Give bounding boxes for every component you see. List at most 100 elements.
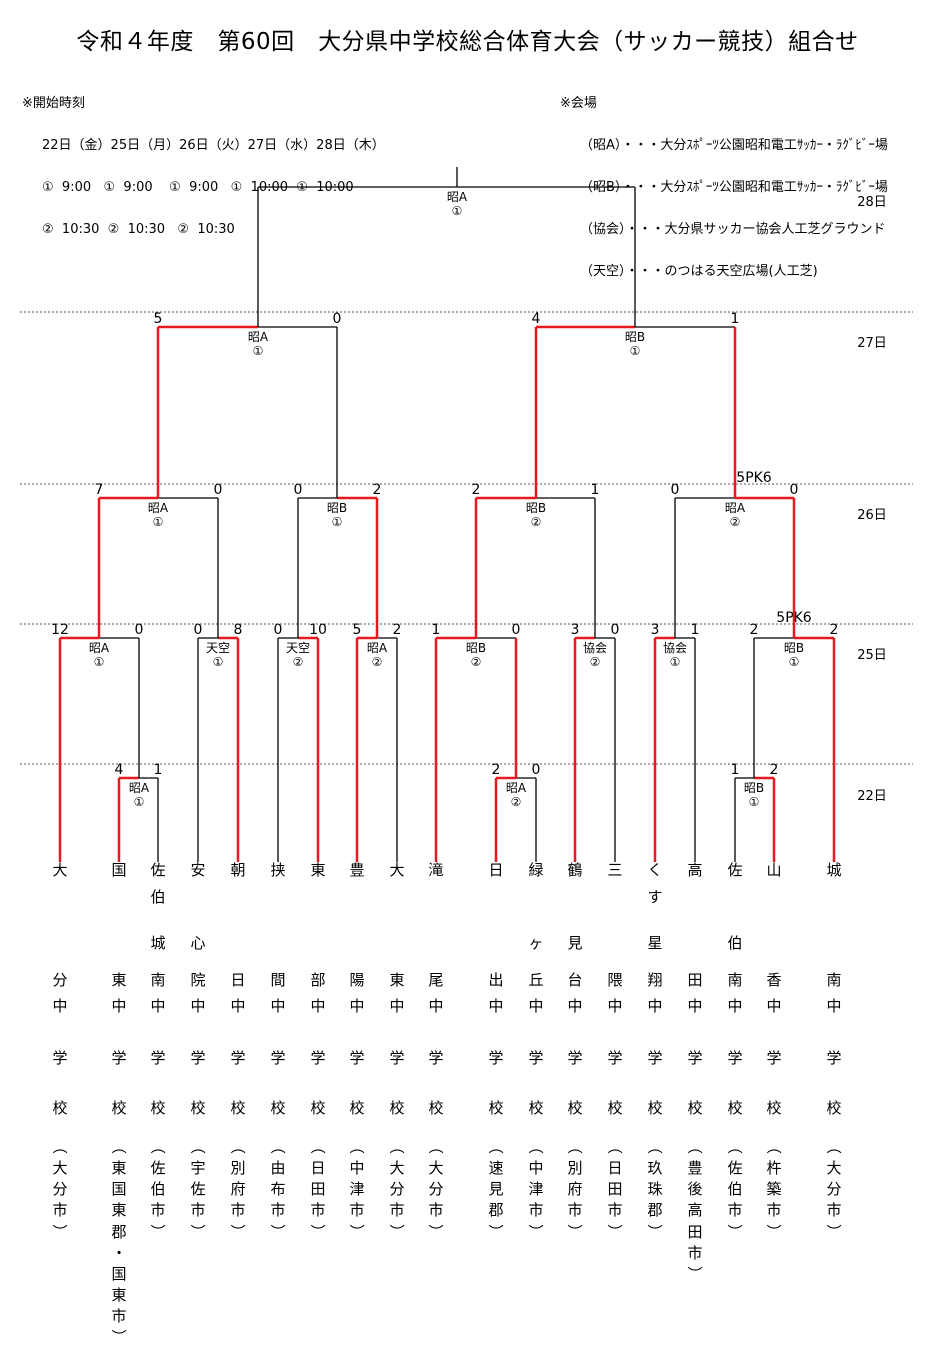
team-name-char: 日 — [607, 1159, 623, 1177]
round-day-label: 25日 — [857, 648, 887, 663]
team-name-char: 南 — [826, 971, 842, 989]
round-day-label: 26日 — [857, 508, 887, 523]
team-name-char: 津 — [349, 1180, 365, 1198]
team-name-char: 布 — [270, 1180, 286, 1198]
team-name-char: 国 — [111, 861, 127, 879]
team-name-char: 学 — [310, 1049, 326, 1067]
team-name-char: ） — [605, 1223, 624, 1239]
team-name-char: 伯 — [727, 1180, 743, 1198]
team-name-char: （ — [109, 1138, 128, 1154]
venue-label: 昭A — [248, 330, 269, 344]
team-name-char: 中 — [230, 997, 246, 1015]
slot-label: ② — [531, 515, 542, 529]
team-name-char: 宇 — [190, 1159, 206, 1177]
team-name-char: 市 — [727, 1201, 743, 1219]
team-name-char: 後 — [687, 1180, 703, 1198]
team-name-char: 見 — [488, 1180, 504, 1198]
team-name-char: 校 — [488, 1099, 504, 1117]
score-right: 0 — [333, 311, 342, 327]
team-name-char: 校 — [826, 1099, 842, 1117]
team-name-char: （ — [486, 1138, 505, 1154]
venue-label: 協会 — [583, 640, 607, 655]
team-name-char: 郡 — [488, 1201, 504, 1219]
team-name-char: 別 — [567, 1159, 583, 1177]
score-right: 2 — [373, 482, 382, 498]
team-name-char: 学 — [389, 1049, 405, 1067]
team-name-char: 東 — [111, 971, 127, 989]
team-name-char: 陽 — [349, 971, 365, 989]
slot-label: ① — [332, 515, 343, 529]
venue-label: 昭A — [129, 781, 150, 795]
team-name-char: ） — [268, 1223, 287, 1239]
team-name-char: 三 — [607, 861, 623, 879]
team-name-char: ） — [188, 1223, 207, 1239]
score-right: 0 — [512, 622, 521, 638]
team-name-char: 市 — [766, 1201, 782, 1219]
score-left: 2 — [472, 482, 481, 498]
slot-label: ① — [94, 655, 105, 669]
team-name-char: 玖 — [647, 1159, 663, 1177]
slot-label: ① — [630, 344, 641, 358]
team-name-char: 府 — [230, 1180, 246, 1198]
team-name-char: 東 — [310, 861, 326, 879]
team-name-char: 市 — [826, 1201, 842, 1219]
score-left: 4 — [532, 311, 541, 327]
team-name-char: ） — [387, 1223, 406, 1239]
team-name-char: 滝 — [428, 861, 444, 879]
team-name-char: 尾 — [428, 971, 444, 989]
team-name-char: 学 — [826, 1049, 842, 1067]
venue-item: （昭B）・・・大分ｽﾎﾟｰﾂ公園昭和電工ｻｯｶｰ・ﾗｸﾞﾋﾞｰ場 — [580, 180, 888, 195]
score-left: 0 — [194, 622, 203, 638]
team-name-char: ・ — [109, 1244, 128, 1260]
team-name-char: 心 — [190, 934, 206, 952]
team-name-char: す — [647, 888, 663, 906]
score-left: 3 — [651, 622, 660, 638]
score-left: 2 — [492, 762, 501, 778]
team-name-char: 中 — [567, 997, 583, 1015]
team-name-char: 中 — [647, 997, 663, 1015]
team-name-char: 市 — [52, 1201, 68, 1219]
team-name-char: 学 — [349, 1049, 365, 1067]
score-left: 5 — [154, 311, 163, 327]
team-name-char: 校 — [567, 1099, 583, 1117]
team-name-char: 田 — [310, 1180, 326, 1198]
team-name-char: 由 — [270, 1159, 286, 1177]
team-name-char: 日 — [230, 971, 246, 989]
team-name-char: ） — [308, 1223, 327, 1239]
team-name-char: 高 — [687, 1201, 703, 1219]
team-name-char: 高 — [687, 861, 703, 879]
team-name-char: （ — [228, 1138, 247, 1154]
team-name-char: 中 — [528, 997, 544, 1015]
team-name-char: 国 — [111, 1180, 127, 1198]
team-name-char: 中 — [349, 997, 365, 1015]
page-title: 令和４年度 第60回 大分県中学校総合体育大会（サッカー競技）組合せ — [76, 29, 859, 55]
team-name-char: 大 — [428, 1159, 444, 1177]
team-name-char: ヶ — [528, 934, 544, 952]
slot-label: ① — [749, 795, 760, 809]
venue-label: 昭A — [447, 190, 468, 204]
team-name-char: 市 — [389, 1201, 405, 1219]
team-name-char: 速 — [488, 1159, 504, 1177]
venue-label: 昭B — [625, 330, 645, 344]
round-day-label: 28日 — [857, 195, 887, 210]
team-name-char: （ — [148, 1138, 167, 1154]
team-name-char: 市 — [567, 1201, 583, 1219]
team-name-char: 築 — [766, 1180, 782, 1198]
team-name-char: 大 — [52, 1159, 68, 1177]
team-name-char: 市 — [349, 1201, 365, 1219]
team-name-char: 学 — [270, 1049, 286, 1067]
slot-label: ① — [153, 515, 164, 529]
team-name-char: 佐 — [727, 861, 743, 879]
team-name-char: 市 — [270, 1201, 286, 1219]
team-name-char: 分 — [389, 1180, 405, 1198]
team-name-char: 津 — [528, 1180, 544, 1198]
team-name-char: 市 — [150, 1201, 166, 1219]
team-name-char: 中 — [826, 997, 842, 1015]
team-name-char: 分 — [428, 1180, 444, 1198]
team-name-char: 伯 — [150, 888, 166, 906]
team-name-char: 学 — [727, 1049, 743, 1067]
team-name-char: 山 — [766, 861, 782, 879]
team-name-char: 院 — [190, 971, 206, 989]
team-name-char: ） — [347, 1223, 366, 1239]
team-name-char: 学 — [567, 1049, 583, 1067]
